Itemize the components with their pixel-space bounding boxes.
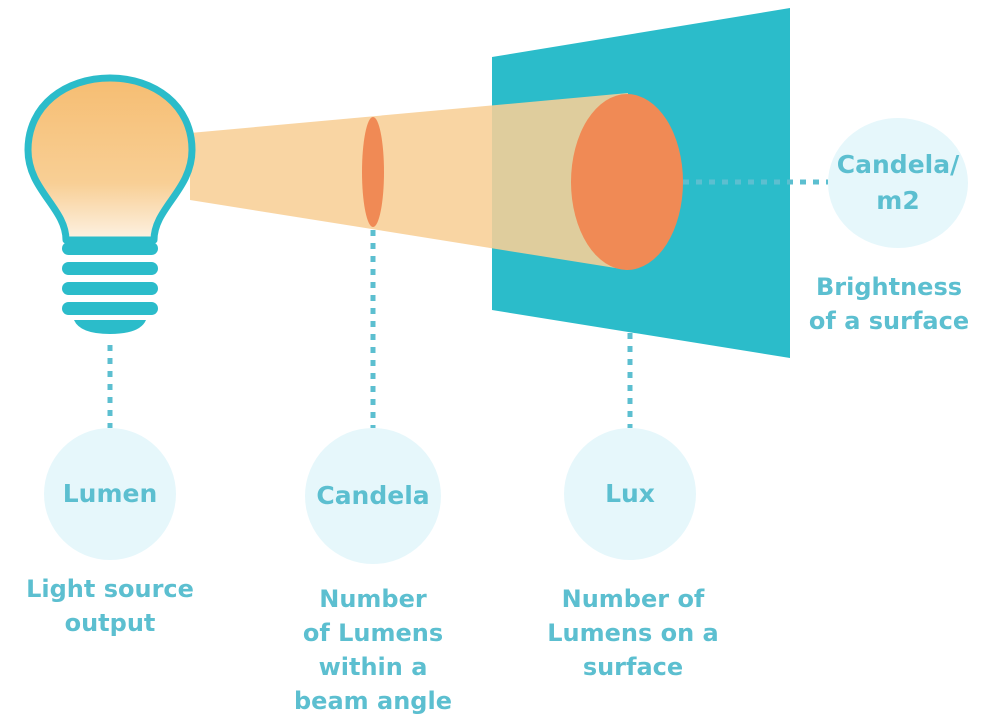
unit-label-candela-m2: Candela/ m2	[836, 150, 960, 215]
light-bulb-icon	[24, 74, 196, 334]
unit-circle-candela-m2: Candela/ m2	[828, 118, 968, 248]
illuminated-spot	[571, 94, 683, 270]
unit-circle-lux: Lux	[564, 428, 696, 560]
description-candela: Number of Lumens within a beam angle	[294, 585, 452, 715]
unit-circle-lumen: Lumen	[44, 428, 176, 560]
description-candela-m2: Brightness of a surface	[808, 273, 970, 335]
unit-label-lumen: Lumen	[62, 479, 158, 508]
unit-circle-candela: Candela	[305, 428, 441, 564]
unit-label-lux: Lux	[605, 479, 655, 508]
unit-label-candela: Candela	[316, 481, 430, 510]
description-lux: Number of Lumens on a surface	[547, 585, 719, 681]
beam-angle-ellipse	[362, 117, 384, 227]
light-beam	[190, 93, 628, 270]
description-lumen: Light source output	[26, 575, 194, 637]
